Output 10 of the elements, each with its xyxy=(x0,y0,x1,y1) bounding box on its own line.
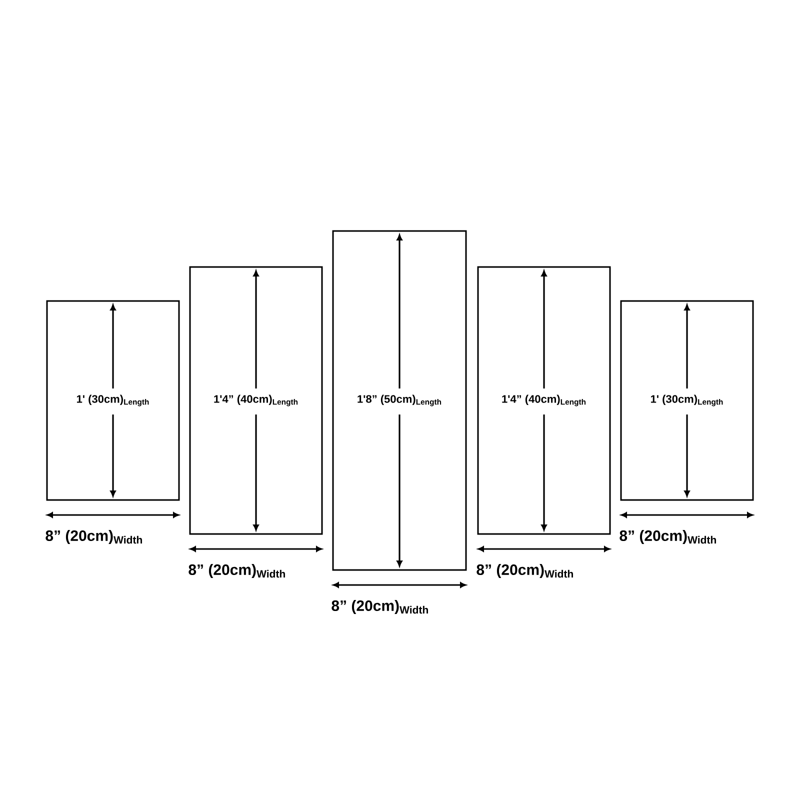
canvas-panel: 1'4” (40cm)$_{Length}$ xyxy=(189,266,323,535)
dimension-label: 8” (20cm)$_{Width}$ xyxy=(620,530,716,544)
dimension-label: 8” (20cm)$_{Width}$ xyxy=(476,564,573,578)
canvas-panel: 1' (30cm)$_{Length}$ xyxy=(46,300,180,501)
dimension-label: 8” (20cm)$_{Width}$ xyxy=(188,564,285,578)
canvas-panel: 1'8” (50cm)$_{Length}$ xyxy=(332,230,467,571)
dimension-label: 8” (20cm)$_{Width}$ xyxy=(332,600,428,614)
canvas-panel: 1' (30cm)$_{Length}$ xyxy=(620,300,754,501)
dimension-label: 8” (20cm)$_{Width}$ xyxy=(46,530,142,544)
canvas-panel: 1'4” (40cm)$_{Length}$ xyxy=(477,266,611,535)
